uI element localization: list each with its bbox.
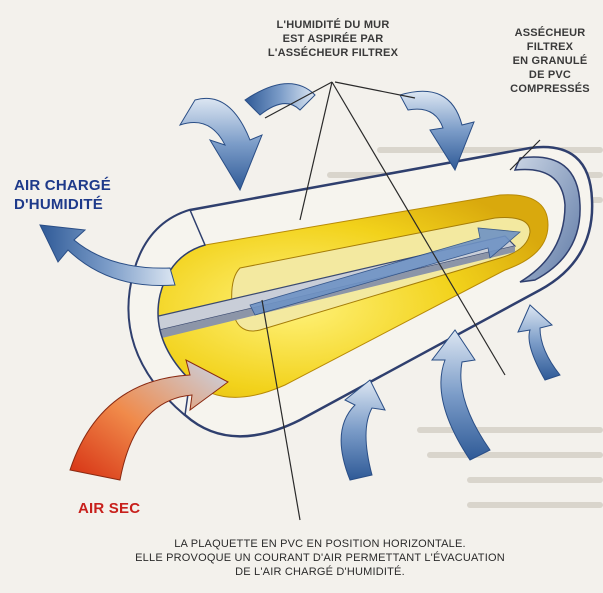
arrow-bottom-right bbox=[432, 330, 490, 460]
label-line: DE PVC bbox=[500, 68, 600, 82]
label-line: FILTREX bbox=[500, 40, 600, 54]
label-line: COMPRESSÉS bbox=[500, 82, 600, 96]
arrow-top-left bbox=[180, 98, 262, 190]
label-line: AIR CHARGÉ bbox=[14, 176, 154, 195]
label-assecheur-filtrex: ASSÉCHEUR FILTREX EN GRANULÉ DE PVC COMP… bbox=[500, 26, 600, 96]
label-air-charge-humidite: AIR CHARGÉ D'HUMIDITÉ bbox=[14, 176, 154, 214]
label-air-sec: AIR SEC bbox=[78, 500, 168, 518]
caption-line: DE L'AIR CHARGÉ D'HUMIDITÉ. bbox=[70, 565, 570, 579]
label-line: L'ASSÉCHEUR FILTREX bbox=[228, 46, 438, 60]
label-line: ASSÉCHEUR bbox=[500, 26, 600, 40]
caption-line: ELLE PROVOQUE UN COURANT D'AIR PERMETTAN… bbox=[70, 551, 570, 565]
caption-line: LA PLAQUETTE EN PVC EN POSITION HORIZONT… bbox=[70, 537, 570, 551]
label-humidite-mur: L'HUMIDITÉ DU MUR EST ASPIRÉE PAR L'ASSÉ… bbox=[228, 18, 438, 60]
label-line: EN GRANULÉ bbox=[500, 54, 600, 68]
label-line: EST ASPIRÉE PAR bbox=[228, 32, 438, 46]
arrow-right-up bbox=[518, 305, 560, 380]
caption-plaquette: LA PLAQUETTE EN PVC EN POSITION HORIZONT… bbox=[70, 537, 570, 579]
arrow-top-right bbox=[400, 91, 474, 170]
label-line: L'HUMIDITÉ DU MUR bbox=[228, 18, 438, 32]
label-line: D'HUMIDITÉ bbox=[14, 195, 154, 214]
